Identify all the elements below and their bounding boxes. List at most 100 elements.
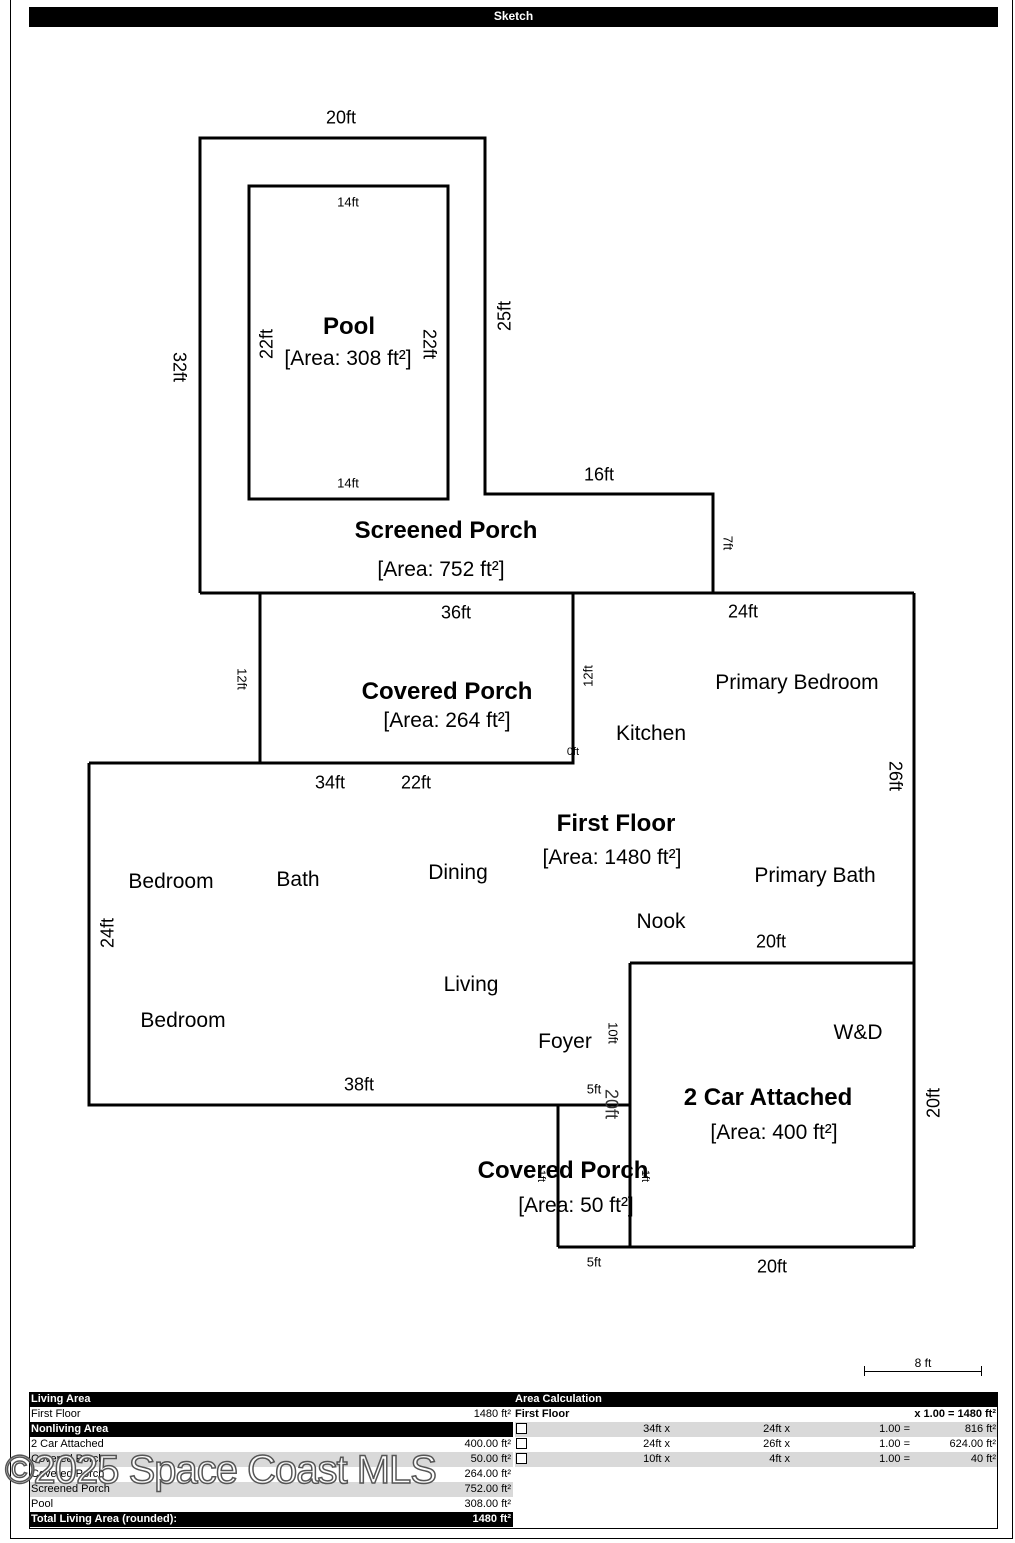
area-table: Living Area Area Calculation First Floor… [29,1392,998,1529]
calc-d: 40 ft² [970,1453,996,1465]
calc-b: 26ft x [763,1438,790,1450]
total-row: Total Living Area (rounded): 1480 ft² [29,1512,513,1527]
first-floor-area: [Area: 1480 ft²] [542,846,682,869]
dim-cp-12-left: 12ft [234,668,250,690]
scale-line [864,1371,982,1372]
room-primary-bedroom: Primary Bedroom [715,671,879,694]
calc-c: 1.00 = [879,1423,910,1435]
room-primary-bath: Primary Bath [754,864,876,887]
covered-porch-title: Covered Porch [361,678,533,705]
dim-screen-16: 16ft [583,464,615,485]
dim-ff-22: 22ft [400,772,432,793]
calc-a: 10ft x [643,1453,670,1465]
checkbox-icon[interactable] [516,1423,527,1434]
nonliving-header: Nonliving Area [31,1423,109,1435]
calc-b: 24ft x [763,1423,790,1435]
dim-cp-12-right: 12ft [580,665,596,687]
calc-b: 4ft x [769,1453,790,1465]
room-bedroom-2: Bedroom [140,1009,226,1032]
area-calc-header: Area Calculation [515,1393,602,1405]
table-row: Pool 308.00 ft² [29,1497,513,1512]
dim-porch-5-top: 5ft [586,1081,602,1097]
dim-cp-0: 0ft [566,746,580,758]
room-kitchen: Kitchen [615,722,687,745]
screened-porch-outline [198,136,715,593]
calc-d: 624.00 ft² [949,1438,996,1450]
nonliving-name: 2 Car Attached [31,1438,104,1450]
room-wd: W&D [833,1021,883,1044]
nonliving-value: 400.00 ft² [464,1438,511,1450]
covered-porch-outline [258,593,575,765]
sketch-header: Sketch [29,7,998,27]
small-porch-area: [Area: 50 ft²] [518,1194,634,1217]
nonliving-name: Screened Porch [31,1483,110,1495]
dim-pool-right: 22ft [419,328,440,360]
table-row: 2 Car Attached 400.00 ft² [29,1437,513,1452]
table-row: Covered Porch 50.00 ft² [29,1452,513,1467]
table-header-row: Living Area Area Calculation [29,1392,998,1407]
dim-right-25: 25ft [494,300,515,332]
nonliving-value: 752.00 ft² [464,1483,511,1495]
page-frame [10,0,1013,1539]
pool-area: [Area: 308 ft²] [284,347,412,370]
dim-ff-10: 10ft [605,1022,621,1044]
total-value: 1480 ft² [472,1513,511,1525]
table-row: Screened Porch 752.00 ft² [29,1482,513,1497]
dim-pool-bottom: 14ft [337,475,359,491]
dim-ff-38: 38ft [343,1074,375,1095]
first-floor-label: First Floor [31,1408,81,1420]
garage-area: [Area: 400 ft²] [710,1121,838,1144]
dim-left-32: 32ft [169,351,190,383]
dim-pool-top: 14ft [337,194,359,210]
nonliving-name: Covered Porch [31,1468,105,1480]
covered-porch-area: [Area: 264 ft²] [383,709,511,732]
dim-ff-34: 34ft [314,772,346,793]
nonliving-name: Covered Porch [31,1453,105,1465]
dim-ff-26: 26ft [885,760,906,792]
pool-outline [247,184,450,501]
scale-bar: 8 ft [864,1356,982,1380]
table-row: First Floor 1480 ft² [29,1407,513,1422]
dim-ff-24-top: 24ft [727,601,759,622]
first-floor-outline [87,763,630,1107]
calc-a: 34ft x [643,1423,670,1435]
nonliving-value: 264.00 ft² [464,1468,511,1480]
total-label: Total Living Area (rounded): [31,1513,178,1525]
calc-first-floor-total: x 1.00 = 1480 ft² [914,1408,996,1420]
calc-d: 816 ft² [964,1423,996,1435]
calc-c: 1.00 = [879,1438,910,1450]
table-row: Covered Porch 264.00 ft² [29,1467,513,1482]
dim-porch-20-inner: 20ft [601,1088,622,1120]
room-foyer: Foyer [538,1030,592,1053]
calc-row: 24ft x 26ft x 1.00 = 624.00 ft² [515,1437,998,1452]
room-nook: Nook [636,910,686,933]
dim-ff-20: 20ft [755,931,787,952]
garage-title: 2 Car Attached [683,1084,853,1111]
nonliving-value: 50.00 ft² [470,1453,511,1465]
calc-first-floor: First Floor [515,1408,570,1420]
dim-garage-20-bottom: 20ft [756,1256,788,1277]
pool-title: Pool [323,313,375,340]
calc-a: 24ft x [643,1438,670,1450]
screened-porch-title: Screened Porch [354,517,538,544]
nonliving-header-row: Nonliving Area [29,1422,513,1437]
dim-pool-left: 22ft [256,328,277,360]
checkbox-icon[interactable] [516,1438,527,1449]
table-border [29,1392,998,1529]
living-area-header: Living Area [31,1393,91,1405]
calc-row: 10ft x 4ft x 1.00 = 40 ft² [515,1452,998,1467]
small-porch-title: Covered Porch [477,1157,649,1184]
dim-screen-7: 7ft [720,535,736,551]
screened-porch-area: [Area: 752 ft²] [377,558,505,581]
dim-garage-20-right: 20ft [923,1087,944,1119]
table-row: First Floor x 1.00 = 1480 ft² [513,1407,998,1422]
dim-cp-36: 36ft [440,602,472,623]
scale-tick-left [864,1366,865,1376]
scale-tick-right [981,1366,982,1376]
calc-row: 34ft x 24ft x 1.00 = 816 ft² [515,1422,998,1437]
checkbox-icon[interactable] [516,1453,527,1464]
dim-top-20: 20ft [325,107,357,128]
watermark: ©2025 Space Coast MLS [4,1447,437,1493]
nonliving-value: 308.00 ft² [464,1498,511,1510]
